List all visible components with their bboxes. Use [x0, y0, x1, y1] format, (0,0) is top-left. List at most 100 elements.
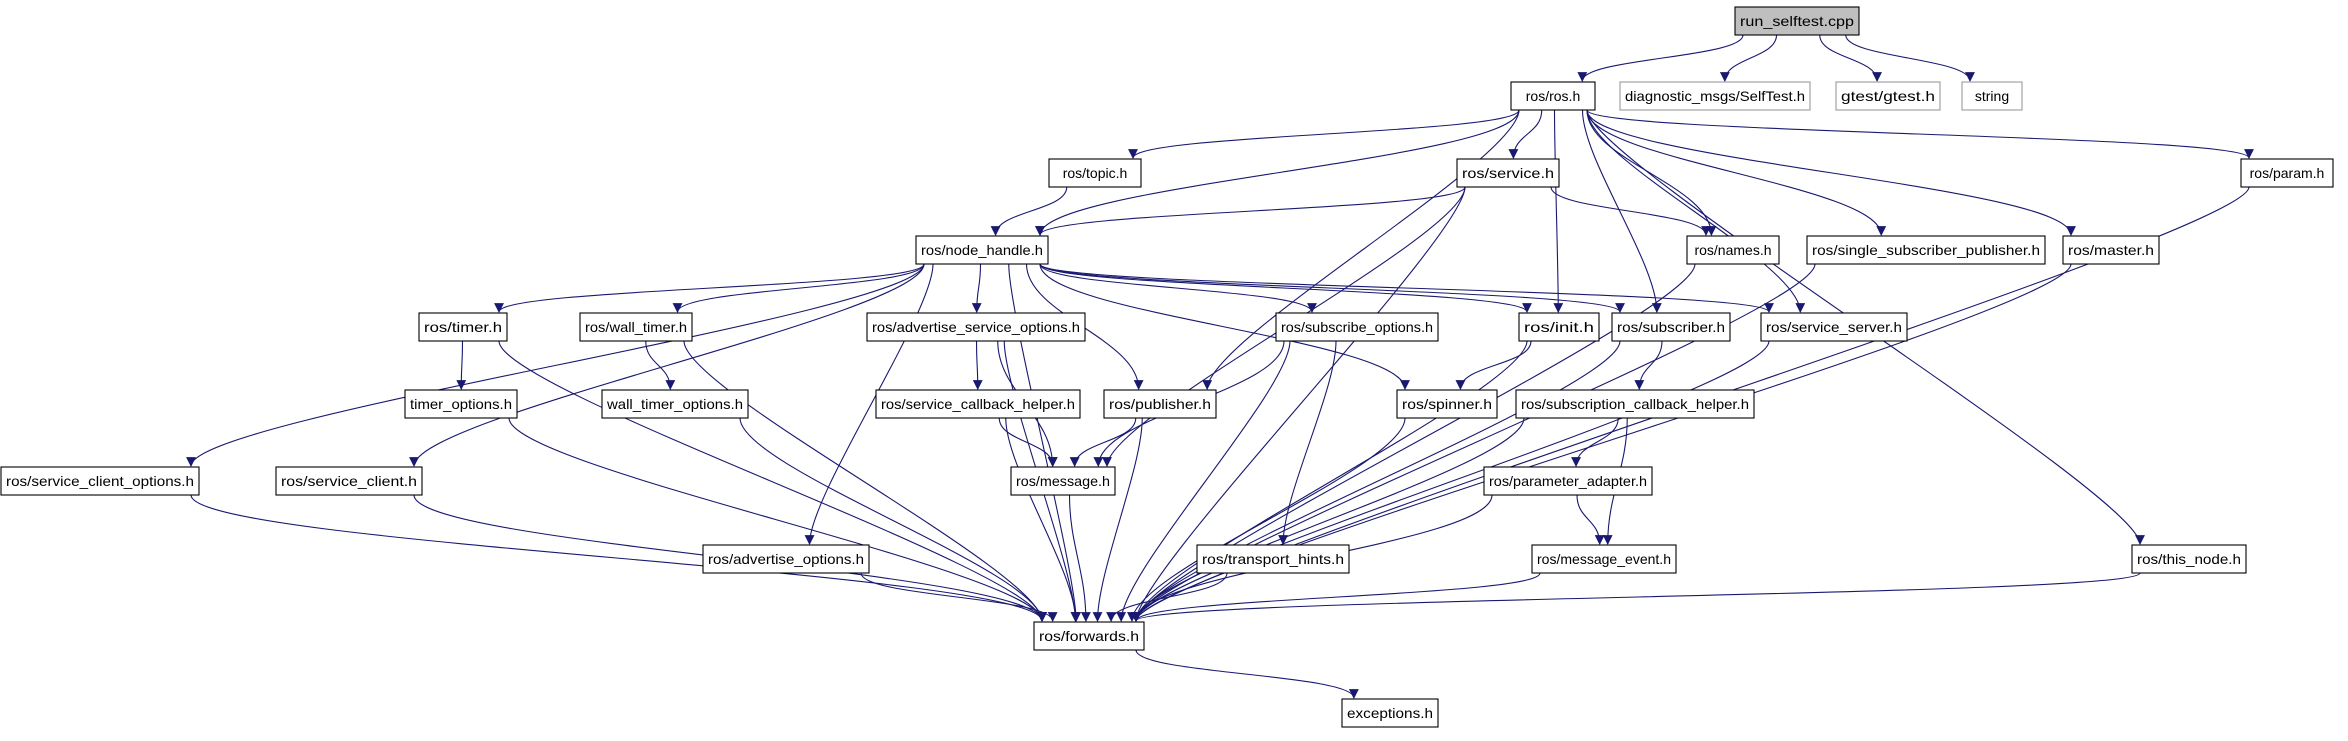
node-label: ros/topic.h	[1063, 165, 1128, 181]
node-ros-subscriber-h[interactable]: ros/subscriber.h	[1611, 312, 1731, 342]
edge-ros-ros-h--ros-publisher-h	[1202, 109, 1520, 390]
node-box	[1033, 621, 1145, 651]
node-timer-options-h[interactable]: timer_options.h	[404, 389, 518, 419]
node-label: ros/advertise_service_options.h	[872, 319, 1080, 335]
edge-ros-service-callback-helper-h--ros-forwards-h	[1005, 417, 1081, 622]
node-label: ros/subscription_callback_helper.h	[1521, 396, 1749, 412]
node-box	[1531, 544, 1677, 574]
node-ros-single-subscriber-publisher-h[interactable]: ros/single_subscriber_publisher.h	[1806, 235, 2046, 265]
node-ros-service-client-options-h[interactable]: ros/service_client_options.h	[0, 466, 200, 496]
node-ros-forwards-h[interactable]: ros/forwards.h	[1033, 621, 1145, 651]
edge-timer-options-h--ros-forwards-h	[508, 417, 1047, 622]
node-ros-transport-hints-h[interactable]: ros/transport_hints.h	[1196, 544, 1350, 574]
node-label: ros/service_callback_helper.h	[881, 396, 1075, 412]
node-box	[2062, 235, 2160, 265]
edge-ros-subscription-callback-helper-h--ros-forwards-h	[1131, 417, 1525, 622]
node-label: ros/spinner.h	[1402, 396, 1492, 412]
edge-run-selftest-cpp--diagnostic-msgs-selftest-h	[1719, 34, 1778, 82]
node-ros-ros-h[interactable]: ros/ros.h	[1510, 81, 1596, 111]
edge-ros-ros-h--ros-names-h	[1586, 109, 1717, 236]
edge-ros-ros-h--ros-init-h	[1553, 109, 1564, 313]
node-ros-wall-timer-h[interactable]: ros/wall_timer.h	[579, 312, 693, 342]
node-ros-this-node-h[interactable]: ros/this_node.h	[2131, 544, 2247, 574]
node-ros-service-server-h[interactable]: ros/service_server.h	[1760, 312, 1908, 342]
node-ros-subscription-callback-helper-h[interactable]: ros/subscription_callback_helper.h	[1515, 389, 1755, 419]
node-ros-node-handle-h[interactable]: ros/node_handle.h	[915, 235, 1049, 265]
node-layer: run_selftest.cpp ros/ros.h diagnostic_msgs…	[0, 6, 2334, 728]
node-ros-service-h[interactable]: ros/service.h	[1456, 158, 1560, 188]
node-label: ros/service_client.h	[281, 473, 417, 489]
node-label: gtest/gtest.h	[1841, 88, 1935, 104]
edge-ros-this-node-h--ros-forwards-h	[1131, 572, 2141, 622]
node-ros-names-h[interactable]: ros/names.h	[1686, 235, 1780, 265]
node-ros-message-h[interactable]: ros/message.h	[1010, 466, 1116, 496]
node-box	[1048, 158, 1142, 188]
node-label: ros/ros.h	[1526, 88, 1580, 104]
edge-ros-message-h--ros-forwards-h	[1068, 494, 1091, 622]
edge-ros-advertise-options-h--ros-forwards-h	[860, 572, 1058, 622]
node-label: ros/wall_timer.h	[585, 319, 687, 335]
edge-ros-node-handle-h--ros-wall-timer-h	[672, 263, 925, 313]
edge-ros-init-h--ros-forwards-h	[1131, 340, 1528, 622]
node-ros-message-event-h[interactable]: ros/message_event.h	[1531, 544, 1677, 574]
edge-run-selftest-cpp--string	[1845, 34, 1975, 82]
node-ros-timer-h[interactable]: ros/timer.h	[418, 312, 508, 342]
edge-ros-init-h--ros-spinner-h	[1455, 340, 1532, 390]
node-box	[915, 235, 1049, 265]
edge-ros-node-handle-h--ros-service-server-h	[1039, 263, 1774, 313]
node-label: ros/init.h	[1524, 319, 1594, 335]
edge-run-selftest-cpp--gtest-gtest-h	[1819, 34, 1883, 82]
node-ros-master-h[interactable]: ros/master.h	[2062, 235, 2160, 265]
node-box	[1760, 312, 1908, 342]
edge-ros-transport-hints-h--ros-forwards-h	[1106, 572, 1228, 622]
edge-ros-node-handle-h--ros-advertise-options-h	[804, 263, 934, 545]
node-ros-param-h[interactable]: ros/param.h	[2240, 158, 2334, 188]
edge-ros-publisher-h--ros-message-h	[1069, 417, 1137, 467]
edge-ros-service-client-options-h--ros-forwards-h	[190, 494, 1047, 622]
node-wall-timer-options-h[interactable]: wall_timer_options.h	[601, 389, 749, 419]
edge-run-selftest-cpp--ros-ros-h	[1577, 34, 1744, 82]
node-ros-service-callback-helper-h[interactable]: ros/service_callback_helper.h	[875, 389, 1081, 419]
node-box	[1341, 698, 1439, 728]
node-label: ros/this_node.h	[2137, 551, 2241, 567]
node-box	[2131, 544, 2247, 574]
node-box	[702, 544, 870, 574]
node-box	[1619, 81, 1811, 111]
node-label: ros/master.h	[2068, 242, 2154, 258]
edge-ros-names-h--ros-forwards-h	[1131, 263, 1696, 622]
node-label: run_selftest.cpp	[1740, 13, 1854, 29]
edge-ros-ros-h--ros-single-subscriber-publisher-h	[1586, 109, 1887, 236]
edge-ros-service-server-h--ros-forwards-h	[1131, 340, 1770, 622]
node-ros-advertise-options-h[interactable]: ros/advertise_options.h	[702, 544, 870, 574]
node-exceptions-h[interactable]: exceptions.h	[1341, 698, 1439, 728]
node-box	[275, 466, 423, 496]
node-ros-publisher-h[interactable]: ros/publisher.h	[1103, 389, 1217, 419]
edge-ros-node-handle-h--ros-subscriber-h	[1039, 263, 1625, 313]
node-ros-topic-h[interactable]: ros/topic.h	[1048, 158, 1142, 188]
node-label: diagnostic_msgs/SelfTest.h	[1625, 88, 1805, 104]
node-run-selftest-cpp[interactable]: run_selftest.cpp	[1734, 6, 1860, 36]
node-box	[1510, 81, 1596, 111]
edge-ros-node-handle-h--ros-init-h	[1039, 263, 1532, 313]
edge-layer	[186, 34, 2254, 699]
node-ros-subscribe-options-h[interactable]: ros/subscribe_options.h	[1275, 312, 1439, 342]
edge-ros-service-h--ros-node-handle-h	[1035, 186, 1466, 236]
edge-ros-ros-h--ros-topic-h	[1128, 109, 1520, 159]
node-label: ros/single_subscriber_publisher.h	[1812, 242, 2040, 258]
node-ros-advertise-service-options-h[interactable]: ros/advertise_service_options.h	[866, 312, 1086, 342]
node-ros-spinner-h[interactable]: ros/spinner.h	[1396, 389, 1498, 419]
node-ros-service-client-h[interactable]: ros/service_client.h	[275, 466, 423, 496]
node-box	[1196, 544, 1350, 574]
node-label: ros/names.h	[1694, 242, 1771, 258]
edge-ros-subscription-callback-helper-h--ros-parameter-adapter-h	[1571, 417, 1619, 467]
node-diagnostic-msgs-selftest-h: diagnostic_msgs/SelfTest.h	[1619, 81, 1811, 111]
edge-ros-node-handle-h--ros-advertise-service-options-h	[971, 263, 982, 313]
node-box	[404, 389, 518, 419]
node-gtest-gtest-h: gtest/gtest.h	[1835, 81, 1941, 111]
node-box	[1806, 235, 2046, 265]
node-box	[875, 389, 1081, 419]
node-ros-init-h[interactable]: ros/init.h	[1518, 312, 1600, 342]
node-label: ros/publisher.h	[1109, 396, 1211, 412]
node-label: ros/param.h	[2250, 165, 2325, 181]
node-ros-parameter-adapter-h[interactable]: ros/parameter_adapter.h	[1483, 466, 1653, 496]
